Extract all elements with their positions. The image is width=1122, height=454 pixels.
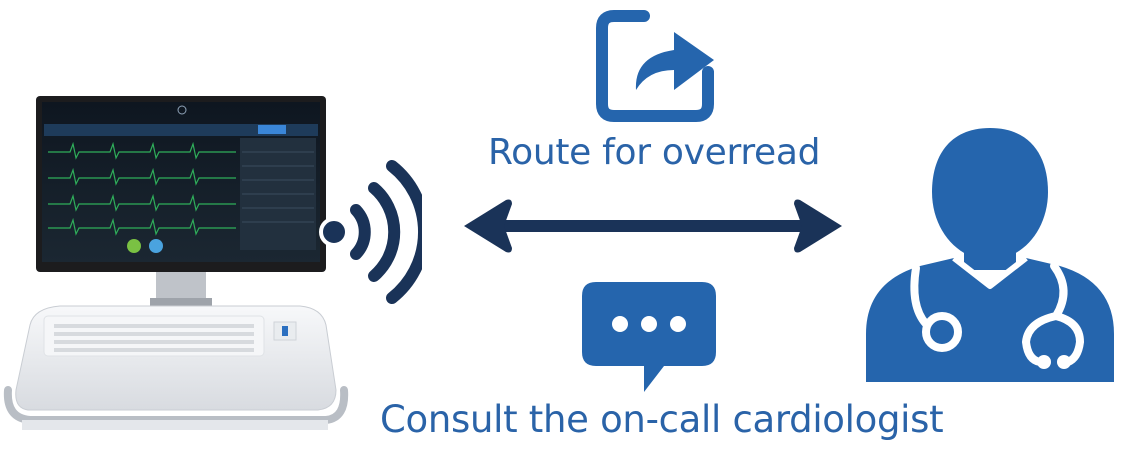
doctor-stethoscope-icon <box>866 128 1114 382</box>
wireless-signal-icon <box>319 160 422 304</box>
route-for-overread-label: Route for overread <box>488 132 821 173</box>
share-arrow-icon <box>596 10 714 122</box>
bidirectional-arrow-icon <box>464 199 842 253</box>
consult-cardiologist-label: Consult the on-call cardiologist <box>380 398 944 441</box>
ecg-traces <box>48 141 236 236</box>
chat-bubble-icon <box>582 282 716 392</box>
ecg-device-image <box>3 96 349 430</box>
